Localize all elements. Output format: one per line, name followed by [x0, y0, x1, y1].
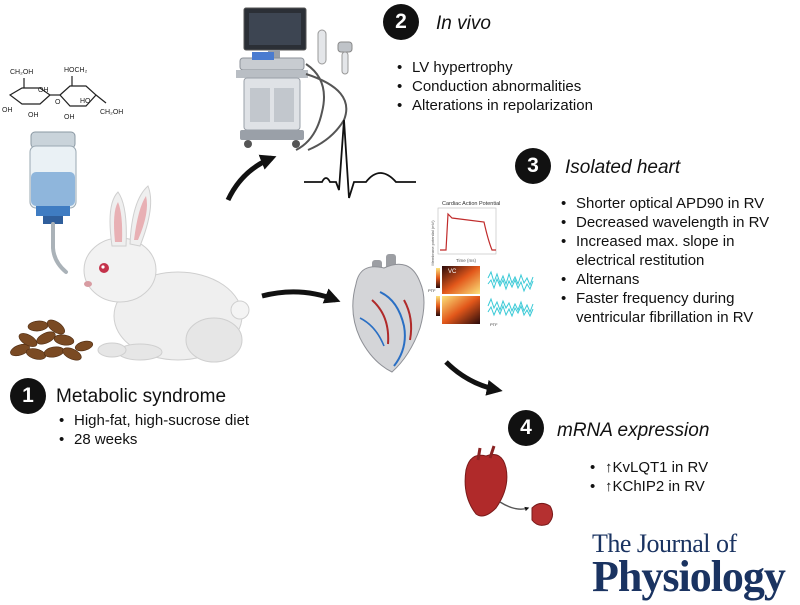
excised-heart-sample-icon	[464, 445, 554, 526]
ho-label: HO	[80, 98, 91, 105]
ch2oh-right-label: CH₂OH	[100, 109, 123, 116]
oh-label: OH	[28, 112, 39, 119]
journal-name-line2: Physiology	[592, 552, 786, 601]
o-label: O	[55, 99, 61, 106]
step-2-badge: 2	[383, 4, 419, 40]
hoch2-label: HOCH₂	[64, 67, 88, 74]
bullet-item: Shorter optical APD90 in RV	[560, 194, 800, 213]
bullet-item: Conduction abnormalities	[396, 77, 593, 96]
heart-anatomy-illustration	[352, 254, 425, 373]
step-2-title: In vivo	[436, 13, 491, 34]
action-potential-title: Cardiac Action Potential	[442, 201, 500, 207]
oh-label: OH	[38, 87, 49, 94]
oh-label: OH	[2, 107, 13, 114]
bullet-item: Faster frequency during ventricular fibr…	[560, 289, 800, 327]
action-potential-xlabel: Time (ms)	[456, 258, 477, 263]
step-3-title: Isolated heart	[565, 157, 681, 178]
arrow-to-isolated-heart	[261, 288, 341, 304]
bullet-item: High-fat, high-sucrose diet	[58, 411, 249, 430]
action-potential-ylabel: Membrane potential (mV)	[430, 220, 435, 266]
ch2oh-label: CH₂OH	[10, 69, 33, 76]
sucrose-molecule-icon: CH₂OH HOCH₂ CH₂OH OH OH O HO OH OH	[2, 67, 123, 121]
arrow-to-mrna	[444, 360, 503, 396]
step-2-bullets: LV hypertrophy Conduction abnormalities …	[396, 58, 593, 115]
ptf-label: PTF	[490, 322, 498, 327]
vc-label: VC	[448, 269, 457, 275]
step-4-bullets: ↑KvLQT1 in RV ↑KChIP2 in RV	[589, 458, 708, 496]
step-1-bullets: High-fat, high-sucrose diet 28 weeks	[58, 411, 249, 449]
optical-signal-traces: PTF	[487, 270, 534, 327]
action-potential-panel: Cardiac Action Potential Membrane potent…	[430, 201, 500, 266]
journal-name-line1: The Journal of	[592, 529, 737, 558]
ultrasound-machine-icon	[236, 7, 353, 151]
step-3-badge: 3	[515, 148, 551, 184]
step-4-title: mRNA expression	[557, 420, 710, 441]
optical-mapping-images: VC PTF	[428, 266, 480, 324]
bullet-item: Alterations in repolarization	[396, 96, 593, 115]
water-bottle-icon	[29, 131, 77, 274]
step-1-title: Metabolic syndrome	[56, 386, 227, 407]
rabbit-illustration	[83, 185, 250, 363]
ecg-trace-icon	[304, 119, 416, 199]
bullet-item: LV hypertrophy	[396, 58, 593, 77]
bullet-item: Alternans	[560, 270, 800, 289]
bullet-item: ↑KChIP2 in RV	[589, 477, 708, 496]
step-1-badge: 1	[10, 378, 46, 414]
bullet-item: ↑KvLQT1 in RV	[589, 458, 708, 477]
arrow-to-in-vivo	[225, 154, 277, 202]
step-4-badge: 4	[508, 410, 544, 446]
bullet-item: Decreased wavelength in RV	[560, 213, 800, 232]
oh-label: OH	[64, 114, 75, 121]
step-3-bullets: Shorter optical APD90 in RV Decreased wa…	[560, 194, 800, 327]
food-pellets-icon	[10, 319, 94, 361]
ptf-label: PTF	[428, 288, 436, 293]
bullet-item: Increased max. slope in electrical resti…	[560, 232, 776, 270]
bullet-item: 28 weeks	[58, 430, 249, 449]
